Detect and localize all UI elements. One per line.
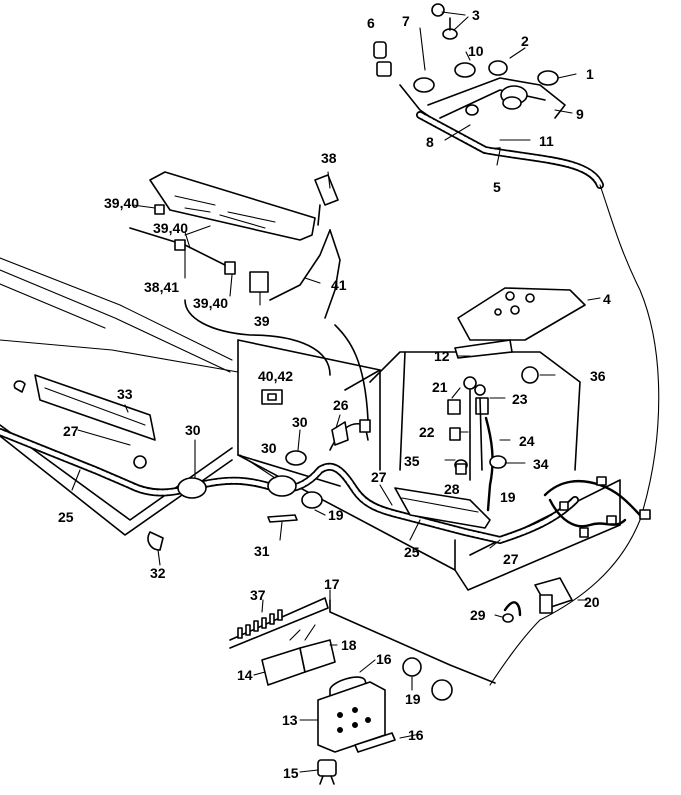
callout-19-lower: 19	[405, 691, 421, 707]
callout-labels: 1 2 3 4 5 6 7 8 9 10 11 12 13 14 15 16 1…	[58, 7, 611, 781]
loose-parts	[229, 589, 496, 785]
callout-16-lower: 16	[408, 727, 424, 743]
callout-37: 37	[250, 587, 266, 603]
callout-8: 8	[426, 134, 434, 150]
callout-10: 10	[468, 43, 484, 59]
callout-27-left: 27	[63, 423, 79, 439]
callout-17: 17	[324, 576, 340, 592]
callout-5: 5	[493, 179, 501, 195]
callout-34: 34	[533, 456, 549, 472]
callout-38-41: 38,41	[144, 279, 179, 295]
switch-stand	[444, 376, 526, 512]
callout-9: 9	[576, 106, 584, 122]
callout-40-42: 40,42	[258, 368, 293, 384]
callout-27-right: 27	[503, 551, 519, 567]
callout-26: 26	[333, 397, 349, 413]
callout-35: 35	[404, 453, 420, 469]
callout-18: 18	[341, 637, 357, 653]
callout-6: 6	[367, 15, 375, 31]
callout-13: 13	[282, 712, 298, 728]
callout-39: 39	[254, 313, 270, 329]
callout-23: 23	[512, 391, 528, 407]
callout-1: 1	[586, 66, 594, 82]
callout-2: 2	[521, 33, 529, 49]
callout-39-40-mid: 39,40	[153, 220, 188, 236]
callout-24: 24	[519, 433, 535, 449]
callout-32: 32	[150, 565, 166, 581]
instrument-support	[454, 287, 601, 384]
callout-14: 14	[237, 667, 253, 683]
callout-7: 7	[402, 13, 410, 29]
callout-31: 31	[254, 543, 270, 559]
fuse-strip	[237, 609, 283, 639]
callout-30-mid: 30	[261, 440, 277, 456]
callout-12: 12	[434, 348, 450, 364]
callout-36: 36	[590, 368, 606, 384]
callout-25-right: 25	[404, 544, 420, 560]
callout-15: 15	[283, 765, 299, 781]
callout-38: 38	[321, 150, 337, 166]
callout-3: 3	[472, 7, 480, 23]
callout-16-upper: 16	[376, 651, 392, 667]
callout-28: 28	[444, 481, 460, 497]
callout-27-mid: 27	[371, 469, 387, 485]
main-floor-harness	[0, 324, 651, 566]
callout-33: 33	[117, 386, 133, 402]
callout-41: 41	[331, 277, 347, 293]
fuse-panel-bracket	[129, 171, 341, 319]
callout-19-mid: 19	[328, 507, 344, 523]
callout-29: 29	[470, 607, 486, 623]
callout-30-right: 30	[292, 414, 308, 430]
callout-20: 20	[584, 594, 600, 610]
callout-39-40-bottom: 39,40	[193, 295, 228, 311]
callout-11: 11	[539, 133, 554, 149]
callout-25-left: 25	[58, 509, 74, 525]
lower-right-components	[494, 577, 588, 623]
callout-22: 22	[419, 424, 435, 440]
callout-21: 21	[432, 379, 448, 395]
callout-30-left: 30	[185, 422, 201, 438]
callout-4: 4	[603, 291, 611, 307]
dash-harness-assembly	[373, 3, 660, 686]
callout-39-40-top: 39,40	[104, 195, 139, 211]
chassis-frame	[0, 257, 621, 591]
callout-19-right: 19	[500, 489, 516, 505]
